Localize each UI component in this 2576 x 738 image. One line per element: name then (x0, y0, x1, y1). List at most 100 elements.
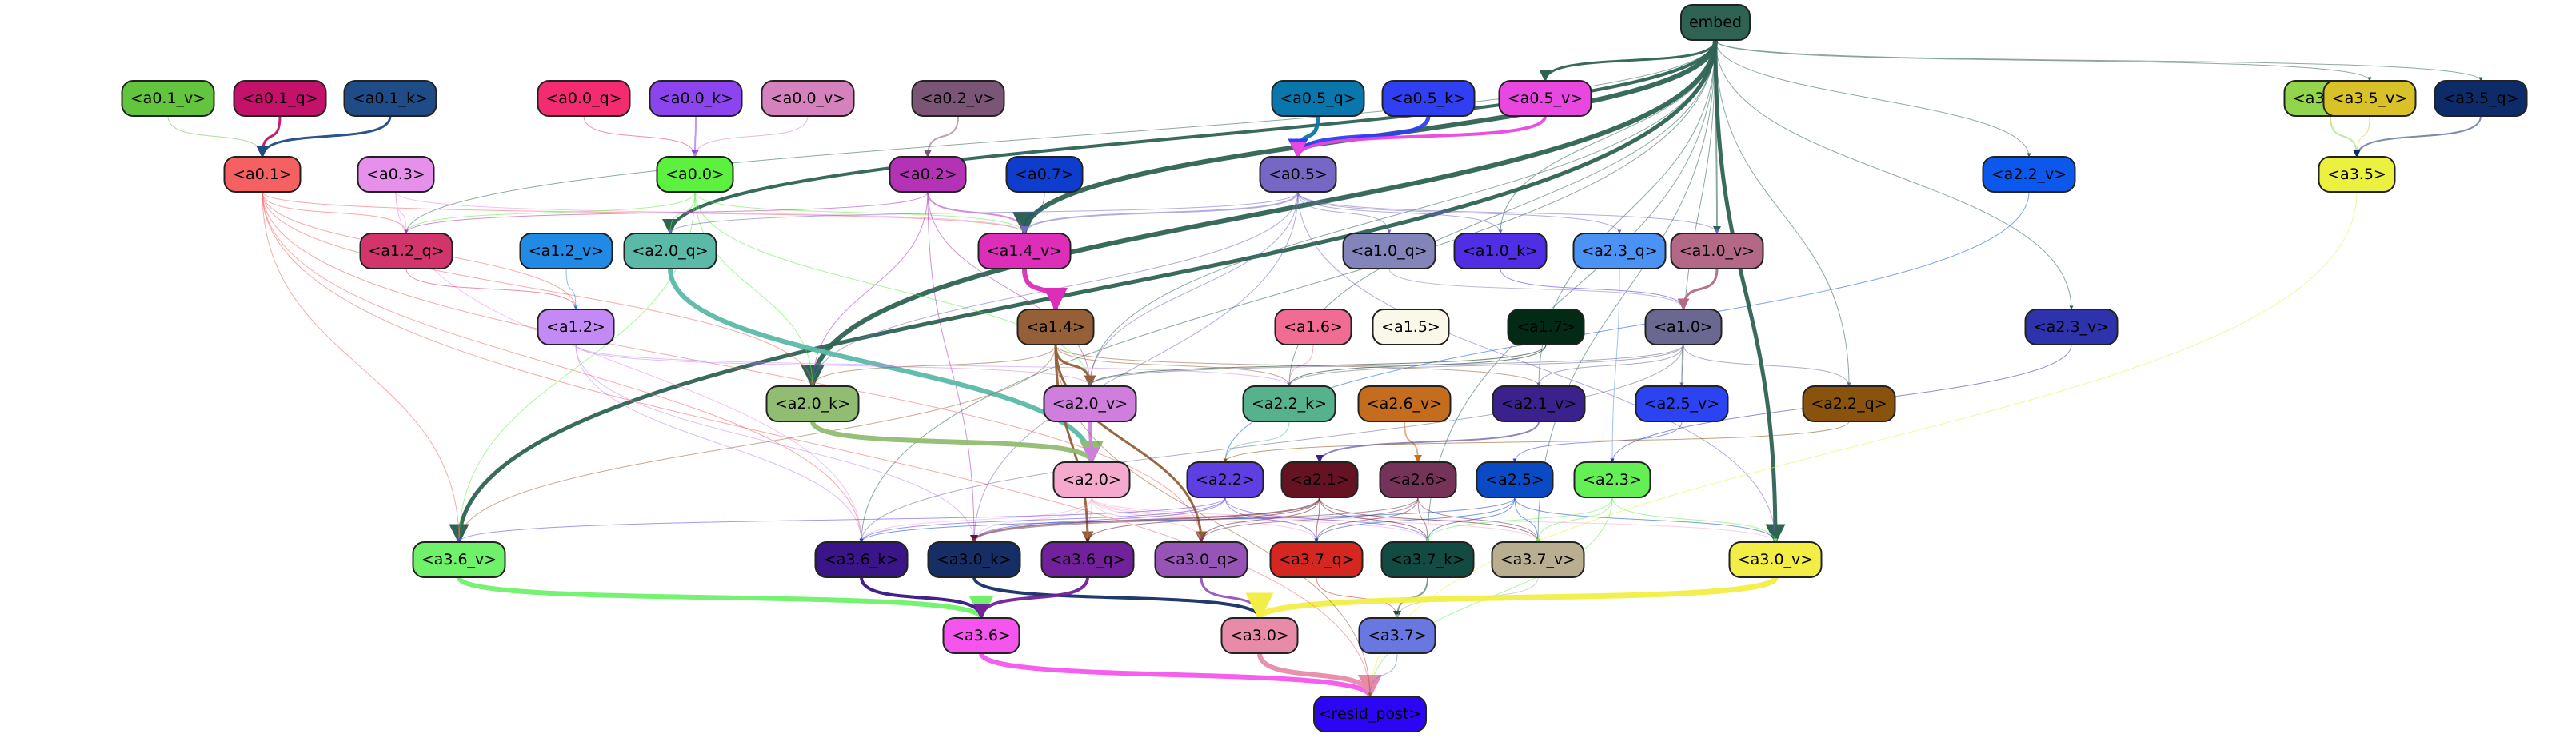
node-label: <a2.3_q> (1581, 242, 1657, 260)
node-a3-5-q[interactable]: <a3.5_q> (2434, 80, 2528, 117)
node-label: <a0.1> (233, 166, 292, 183)
node-a2-0[interactable]: <a2.0> (1052, 461, 1131, 498)
node-a3-6-q[interactable]: <a3.6_q> (1040, 541, 1135, 578)
edge-a1.4-to-a2.1_v (1055, 344, 1541, 387)
node-a2-2-k[interactable]: <a2.2_k> (1242, 385, 1336, 422)
edge-a1.4-to-a2.2_k (1055, 344, 1292, 387)
edge-a1.7-to-a2.2_k (1287, 344, 1547, 387)
node-a2-3-q[interactable]: <a2.3_q> (1572, 233, 1667, 269)
node-a1-2-v[interactable]: <a1.2_v> (519, 233, 613, 269)
node-a3-0-v[interactable]: <a3.0_v> (1728, 541, 1823, 578)
node-a0-1-v[interactable]: <a0.1_v> (121, 80, 215, 117)
edge-a1.4-to-a2.0_v (1054, 344, 1096, 388)
node-a2-3[interactable]: <a2.3> (1573, 461, 1651, 498)
node-a0-3[interactable]: <a0.3> (357, 156, 435, 193)
node-a0-0-v[interactable]: <a0.0_v> (761, 80, 855, 117)
node-a1-0[interactable]: <a1.0> (1644, 309, 1723, 345)
edge-a2.5-to-a3.6_k (859, 497, 1516, 543)
node-box (1982, 156, 2076, 193)
node-resid-post[interactable]: <resid_post> (1313, 696, 1427, 732)
edge-a0.1_k-to-a0.1 (256, 115, 392, 158)
node-a3-6-k[interactable]: <a3.6_k> (814, 541, 909, 578)
node-a1-0-k[interactable]: <a1.0_k> (1453, 233, 1548, 269)
node-a2-3-v[interactable]: <a2.3_v> (2024, 309, 2119, 345)
node-label: <a3.6> (952, 627, 1011, 644)
node-a2-5-v[interactable]: <a2.5_v> (1635, 385, 1729, 422)
node-a1-0-q[interactable]: <a1.0_q> (1342, 233, 1436, 269)
node-a3-7-k[interactable]: <a3.7_k> (1380, 541, 1475, 578)
node-label: <a1.5> (1381, 318, 1440, 336)
node-a1-6[interactable]: <a1.6> (1274, 309, 1352, 345)
node-a3-0-k[interactable]: <a3.0_k> (927, 541, 1021, 578)
node-a1-7[interactable]: <a1.7> (1507, 309, 1585, 345)
node-a1-4-v[interactable]: <a1.4_v> (977, 233, 1072, 269)
node-a3-6-v[interactable]: <a3.6_v> (412, 541, 506, 578)
node-a3-6[interactable]: <a3.6> (942, 617, 1020, 654)
node-a2-2-q[interactable]: <a2.2_q> (1802, 385, 1896, 422)
node-a2-0-k[interactable]: <a2.0_k> (765, 385, 860, 422)
node-label: <a1.4_v> (987, 242, 1062, 260)
node-box (1802, 385, 1896, 422)
node-box (814, 541, 909, 578)
node-a0-0[interactable]: <a0.0> (656, 156, 734, 193)
node-a1-4[interactable]: <a1.4> (1016, 309, 1095, 345)
node-a0-0-q[interactable]: <a0.0_q> (537, 80, 631, 117)
node-a2-5[interactable]: <a2.5> (1476, 461, 1554, 498)
edge-a2.2_q-to-a2.2 (1223, 421, 1850, 463)
node-box (889, 156, 967, 193)
node-a2-1[interactable]: <a2.1> (1280, 461, 1359, 498)
node-a0-2-v[interactable]: <a0.2_v> (911, 80, 1005, 117)
node-a2-0-v[interactable]: <a2.0_v> (1043, 385, 1137, 422)
node-box (1357, 385, 1452, 422)
node-label: <a1.7> (1516, 318, 1576, 336)
edge-a1.4-to-a3.6_q (1054, 344, 1094, 544)
edge-a1.0-to-a2.2_k (1287, 344, 1684, 387)
node-label: <a1.2> (546, 318, 605, 336)
node-a0-1-q[interactable]: <a0.1_q> (233, 80, 327, 117)
edge-a2.0-to-a3.6_k (859, 497, 1092, 543)
node-a0-5-v[interactable]: <a0.5_v> (1498, 80, 1592, 117)
node-a0-5[interactable]: <a0.5> (1259, 156, 1337, 193)
edge-a1.0_v-to-a1.0 (1677, 268, 1719, 311)
node-a2-0-q[interactable]: <a2.0_q> (623, 233, 717, 269)
node-box (649, 80, 743, 117)
node-a2-2[interactable]: <a2.2> (1186, 461, 1264, 498)
edge-a0.7-to-a1.4_v (1022, 191, 1045, 234)
node-a3-7[interactable]: <a3.7> (1358, 617, 1436, 654)
node-label: <a2.5> (1485, 471, 1544, 489)
node-a3-5[interactable]: <a3.5> (2318, 156, 2396, 193)
node-a3-7-v[interactable]: <a3.7_v> (1491, 541, 1585, 578)
node-a3-0[interactable]: <a3.0> (1220, 617, 1299, 654)
node-a1-5[interactable]: <a1.5> (1372, 309, 1450, 345)
edge-a2.1-to-a3.7_q (1314, 497, 1320, 543)
node-a2-2-v[interactable]: <a2.2_v> (1982, 156, 2076, 193)
node-a0-5-q[interactable]: <a0.5_q> (1271, 80, 1365, 117)
node-a0-7[interactable]: <a0.7> (1005, 156, 1084, 193)
edge-a0.1-to-a1.2_q (262, 191, 409, 234)
node-a2-6[interactable]: <a2.6> (1379, 461, 1457, 498)
node-a0-1-k[interactable]: <a0.1_k> (343, 80, 437, 117)
node-a2-6-v[interactable]: <a2.6_v> (1357, 385, 1452, 422)
node-box (1491, 541, 1585, 578)
node-label: <a0.0> (665, 166, 725, 183)
node-box (343, 80, 437, 117)
node-a0-5-k[interactable]: <a0.5_k> (1381, 80, 1476, 117)
node-box (1381, 80, 1476, 117)
node-a1-2[interactable]: <a1.2> (537, 309, 615, 345)
node-a0-0-k[interactable]: <a0.0_k> (649, 80, 743, 117)
node-a1-0-v[interactable]: <a1.0_v> (1670, 233, 1764, 269)
node-a0-2[interactable]: <a0.2> (889, 156, 967, 193)
edge-a2.5-to-a3.7_v (1514, 497, 1540, 543)
edge-embed-to-a2.3_v (1715, 39, 2074, 310)
node-label: <a1.2_q> (368, 242, 444, 260)
edge-a2.3-to-a3.0_v (1611, 497, 1778, 543)
node-a3-5-v[interactable]: <a3.5_v> (2322, 80, 2417, 117)
node-embed[interactable]: embed (1680, 4, 1751, 41)
edge-a1.2_q-to-a1.2 (405, 268, 578, 310)
node-a3-7-q[interactable]: <a3.7_q> (1269, 541, 1364, 578)
edge-a0.0-to-a1.4_v (694, 191, 1027, 234)
node-a0-1[interactable]: <a0.1> (223, 156, 302, 193)
node-a2-1-v[interactable]: <a2.1_v> (1492, 385, 1586, 422)
node-a1-2-q[interactable]: <a1.2_q> (359, 233, 453, 269)
node-a3-0-q[interactable]: <a3.0_q> (1154, 541, 1248, 578)
